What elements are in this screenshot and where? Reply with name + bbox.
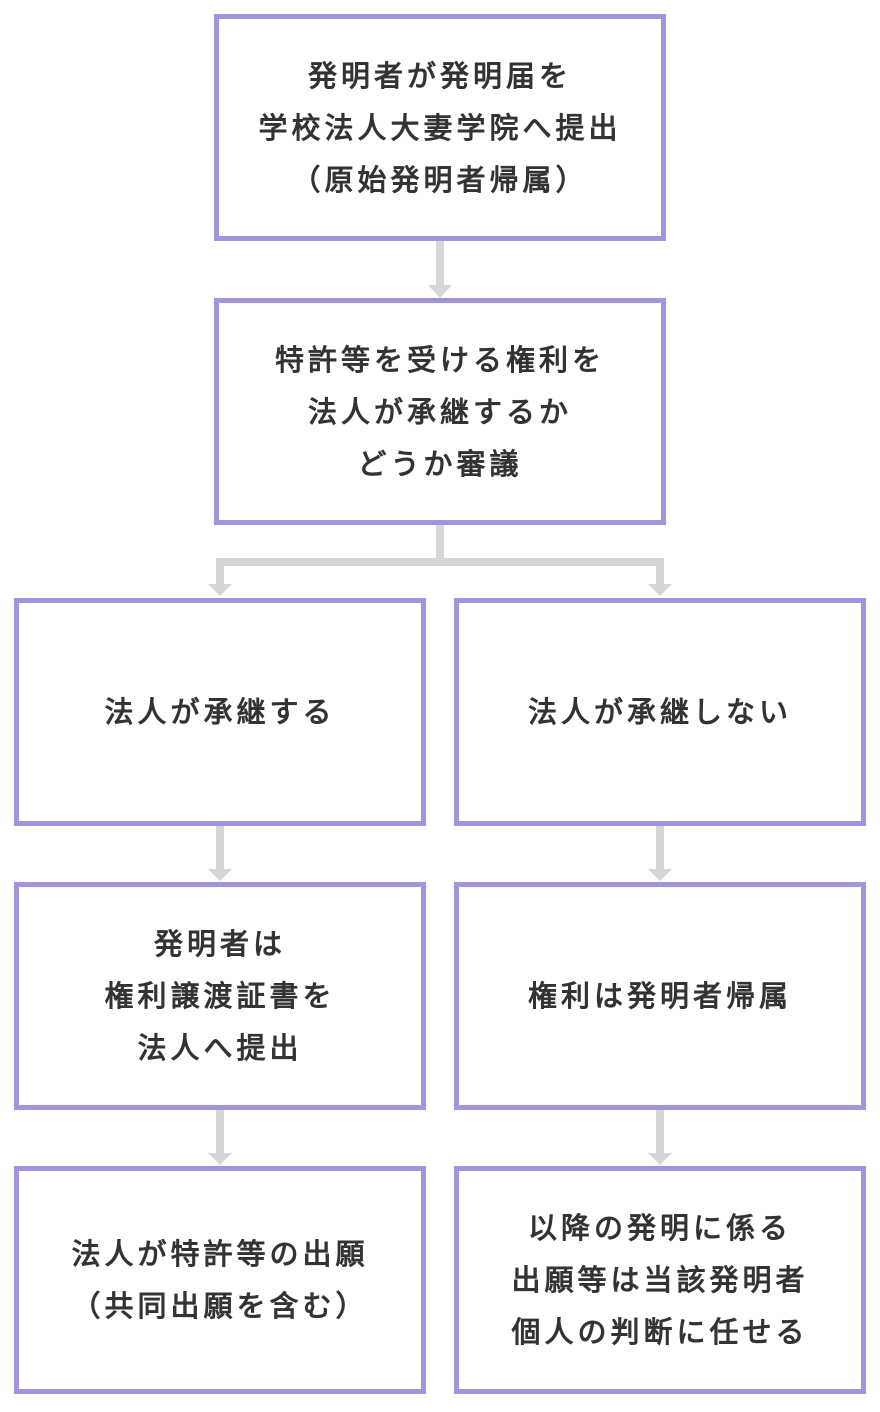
connector-line: [436, 524, 444, 562]
node-individual-decision: 以降の発明に係る 出願等は当該発明者 個人の判断に任せる: [454, 1166, 866, 1394]
node-text-line: 権利譲渡証書を: [104, 979, 336, 1013]
arrow-head: [208, 1153, 232, 1165]
connector-line: [216, 825, 224, 871]
arrow-head: [428, 285, 452, 298]
node-text-line: 以降の発明に係る: [527, 1211, 792, 1245]
node-text-line: 個人の判断に任せる: [511, 1315, 809, 1349]
arrow-head: [648, 1153, 672, 1165]
node-text-line: 学校法人大妻学院へ提出: [258, 110, 622, 145]
node-corporation-files-application: 法人が特許等の出願 （共同出願を含む）: [14, 1166, 426, 1394]
arrow-head: [208, 584, 232, 596]
connector-line: [656, 562, 664, 586]
node-review-inheritance: 特許等を受ける権利を 法人が承継するか どうか審議: [214, 298, 666, 525]
node-submit-invention-report: 発明者が発明届を 学校法人大妻学院へ提出 （原始発明者帰属）: [214, 14, 666, 241]
connector-line: [216, 562, 224, 586]
node-text-line: 法人が承継するか: [307, 394, 572, 429]
node-text-line: 権利は発明者帰属: [527, 979, 792, 1013]
connector-line: [216, 1109, 224, 1155]
node-text-line: 法人が承継する: [104, 695, 336, 729]
arrow-head: [648, 869, 672, 881]
node-text-line: （原始発明者帰属）: [291, 162, 589, 197]
node-text-line: 法人が承継しない: [527, 695, 792, 729]
node-text-line: 出願等は当該発明者: [511, 1263, 809, 1297]
node-text-line: 発明者は: [153, 927, 286, 961]
node-submit-transfer-certificate: 発明者は 権利譲渡証書を 法人へ提出: [14, 882, 426, 1110]
node-corporation-inherits: 法人が承継する: [14, 598, 426, 826]
connector-line: [436, 240, 444, 288]
node-text-line: （共同出願を含む）: [71, 1289, 369, 1323]
arrow-head: [648, 584, 672, 596]
node-rights-belong-to-inventor: 権利は発明者帰属: [454, 882, 866, 1110]
node-text-line: どうか審議: [357, 446, 523, 481]
connector-line: [216, 558, 664, 566]
node-corporation-does-not-inherit: 法人が承継しない: [454, 598, 866, 826]
node-text-line: 発明者が発明届を: [307, 58, 572, 93]
node-text-line: 法人が特許等の出願: [71, 1237, 369, 1271]
connector-line: [656, 825, 664, 871]
arrow-head: [208, 869, 232, 881]
node-text-line: 特許等を受ける権利を: [274, 342, 605, 377]
connector-line: [656, 1109, 664, 1155]
node-text-line: 法人へ提出: [137, 1031, 303, 1065]
